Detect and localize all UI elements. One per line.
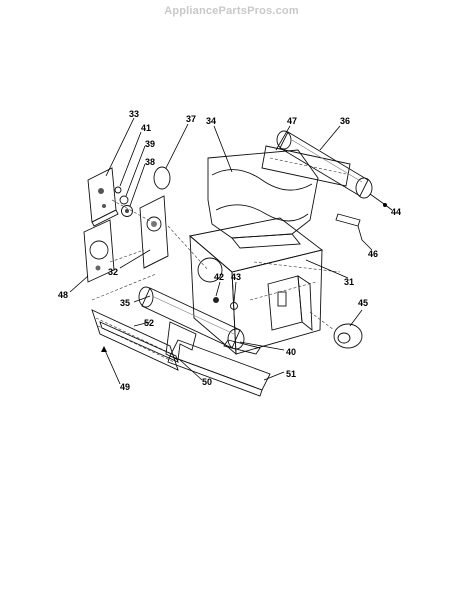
callout-37: 37 [186, 114, 196, 124]
part-43-fastener [230, 302, 238, 310]
callout-43: 43 [231, 272, 241, 282]
callout-46: 46 [368, 249, 378, 259]
callout-40: 40 [286, 347, 296, 357]
part-31-chassis [189, 217, 324, 356]
callout-47: 47 [287, 116, 297, 126]
callout-34: 34 [206, 116, 216, 126]
callout-50: 50 [202, 377, 212, 387]
part-49-front-grille [91, 309, 179, 371]
part-40-pad [223, 339, 261, 355]
watermark-text: AppliancePartsPros.com [164, 5, 299, 17]
callout-31: 31 [344, 277, 354, 287]
assembly-guide-lines [91, 199, 341, 301]
part-39-nut [119, 195, 129, 205]
part-46-clip [335, 213, 363, 241]
part-48-end-panel [83, 219, 115, 283]
part-42-fastener [213, 297, 219, 303]
callout-36: 36 [340, 116, 350, 126]
callout-42: 42 [214, 272, 224, 282]
callout-49: 49 [120, 382, 130, 392]
part-33-bracket [87, 167, 119, 227]
callout-41: 41 [141, 123, 151, 133]
part-36-blower-wheel [276, 130, 373, 199]
part-52-heater-strip [99, 321, 179, 363]
callout-39: 39 [145, 139, 155, 149]
callout-33: 33 [129, 109, 139, 119]
part-45-motor [309, 311, 363, 349]
callout-51: 51 [286, 369, 296, 379]
callout-52: 52 [144, 318, 154, 328]
callout-32: 32 [108, 267, 118, 277]
part-44-shaft-end [369, 193, 387, 207]
part-51-drip-tray [167, 339, 271, 397]
callout-45: 45 [358, 298, 368, 308]
part-37-ring [153, 166, 171, 190]
part-control-box [267, 275, 313, 331]
part-32-bearing-bracket [139, 195, 169, 269]
callout-35: 35 [120, 298, 130, 308]
leader-lines [69, 117, 393, 385]
part-50-l-bracket [165, 321, 197, 361]
callout-labels: 33 41 39 38 37 34 47 36 44 46 31 45 32 4… [58, 109, 401, 392]
callout-38: 38 [145, 157, 155, 167]
part-34-scroll-housing [207, 149, 319, 249]
part-38-hub [121, 205, 133, 217]
callout-48: 48 [58, 290, 68, 300]
part-41-washer [114, 186, 122, 194]
callout-44: 44 [391, 207, 401, 217]
